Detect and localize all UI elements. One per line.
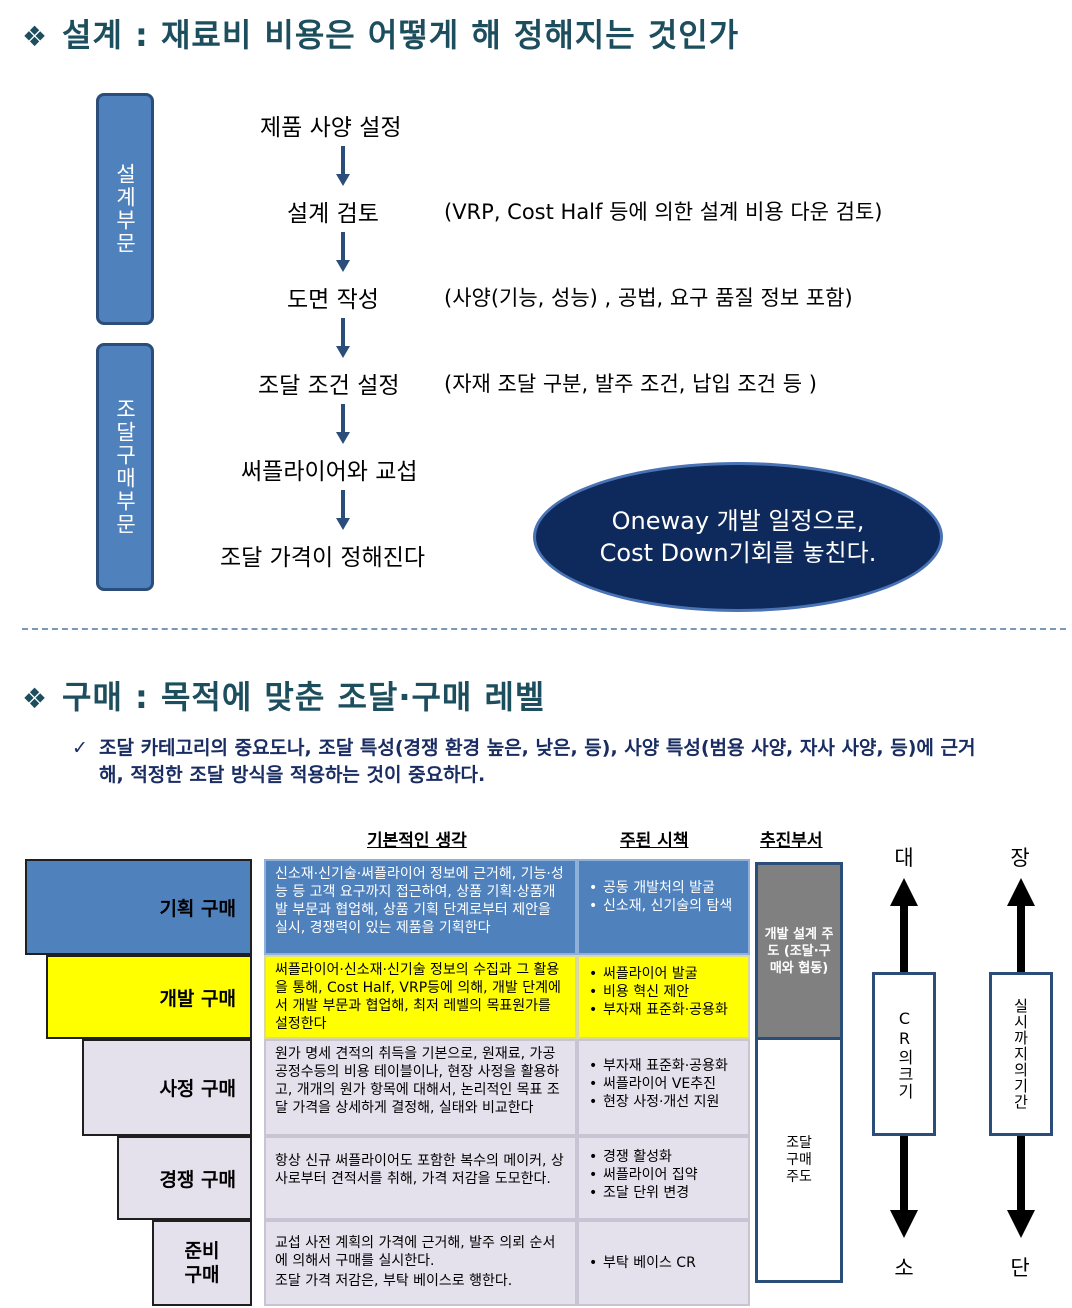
measures-preparation: 부탁 베이스 CR (577, 1220, 750, 1306)
flow-arrow-icon (336, 146, 350, 188)
diamond-bullet-icon: ❖ (22, 682, 49, 715)
note-review: (VRP, Cost Half 등에 의한 설계 비용 다운 검토) (444, 200, 883, 224)
column-header-basic: 기본적인 생각 (367, 831, 467, 851)
dept-procurement: 조달구매부문 (96, 343, 154, 591)
axis1-bottom-label: 소 (894, 1256, 914, 1280)
flow-arrow-icon (336, 232, 350, 274)
desc-preparation: 교섭 사전 계획의 가격에 근거해, 발주 의뢰 순서에 의해서 구매를 실시한… (264, 1220, 577, 1306)
note-drawing: (사양(기능, 성능) , 공법, 요구 품질 정보 포함) (444, 286, 853, 310)
level-planning: 기획 구매 (25, 859, 252, 955)
step-negotiation: 써플라이어와 교섭 (241, 459, 418, 485)
measures-assessment: 부자재 표준화·공용화 써플라이어 VE추진 현장 사정·개선 지원 (577, 1039, 750, 1136)
section1-title: ❖설계 : 재료비 비용은 어떻게 해 정해지는 것인가 (22, 16, 740, 54)
step-conditions: 조달 조건 설정 (258, 373, 400, 399)
section2-title: ❖구매 : 목적에 맞춘 조달·구매 레벨 (22, 678, 546, 716)
axis1-label-box: CR의크기 (872, 972, 936, 1136)
note-conditions: (자재 조달 구분, 발주 조건, 납입 조건 등 ) (444, 372, 817, 396)
axis1-top-label: 대 (894, 846, 914, 870)
diamond-bullet-icon: ❖ (22, 20, 49, 53)
dept-dev-design-lead: 개발 설계 주도 (조달·구매와 협동) (755, 862, 843, 1040)
flow-arrow-icon (336, 318, 350, 360)
measures-competition: 경쟁 활성화 써플라이어 집약 조달 단위 변경 (577, 1136, 750, 1220)
step-price: 조달 가격이 정해진다 (220, 545, 426, 571)
desc-assessment: 원가 명세 견적의 취득을 기본으로, 원재료, 가공 공정수등의 비용 테이블… (264, 1039, 577, 1136)
check-note: ✓ 조달 카테고리의 중요도나, 조달 특성(경쟁 환경 높은, 낮은, 등),… (72, 737, 976, 786)
axis2-label-box: 실시까지의기간 (989, 972, 1053, 1136)
callout-ellipse: Oneway 개발 일정으로, Cost Down기회를 놓친다. (533, 462, 943, 612)
measures-planning: 공동 개발처의 발굴 신소재, 신기술의 탐색 (577, 859, 750, 955)
level-development: 개발 구매 (46, 955, 252, 1039)
dept-design: 설계부문 (96, 93, 154, 325)
desc-competition: 항상 신규 써플라이어도 포함한 복수의 메이커, 상사로부터 견적서를 취해,… (264, 1136, 577, 1220)
column-header-department: 추진부서 (760, 831, 823, 851)
axis2-top-label: 장 (1010, 846, 1030, 870)
level-competition: 경쟁 구매 (117, 1136, 252, 1220)
checkmark-icon: ✓ (72, 737, 88, 759)
axis2-bottom-label: 단 (1010, 1256, 1030, 1280)
measures-development: 써플라이어 발굴 비용 혁신 제안 부자재 표준화·공용화 (577, 955, 750, 1039)
flow-arrow-icon (336, 404, 350, 446)
desc-development: 써플라이어·신소재·신기술 정보의 수집과 그 활용을 통해, Cost Hal… (264, 955, 577, 1039)
step-drawing: 도면 작성 (287, 287, 379, 313)
dept-procurement-lead: 조달 구매 주도 (755, 1040, 843, 1283)
column-header-measures: 주된 시책 (620, 831, 689, 851)
flow-arrow-icon (336, 490, 350, 532)
step-review: 설계 검토 (287, 201, 379, 227)
level-assessment: 사정 구매 (82, 1039, 252, 1136)
section-divider (22, 628, 1066, 630)
step-spec: 제품 사양 설정 (260, 115, 402, 141)
level-preparation: 준비 구매 (152, 1220, 252, 1306)
desc-planning: 신소재·신기술·써플라이어 정보에 근거해, 기능·성능 등 고객 요구까지 접… (264, 859, 577, 955)
